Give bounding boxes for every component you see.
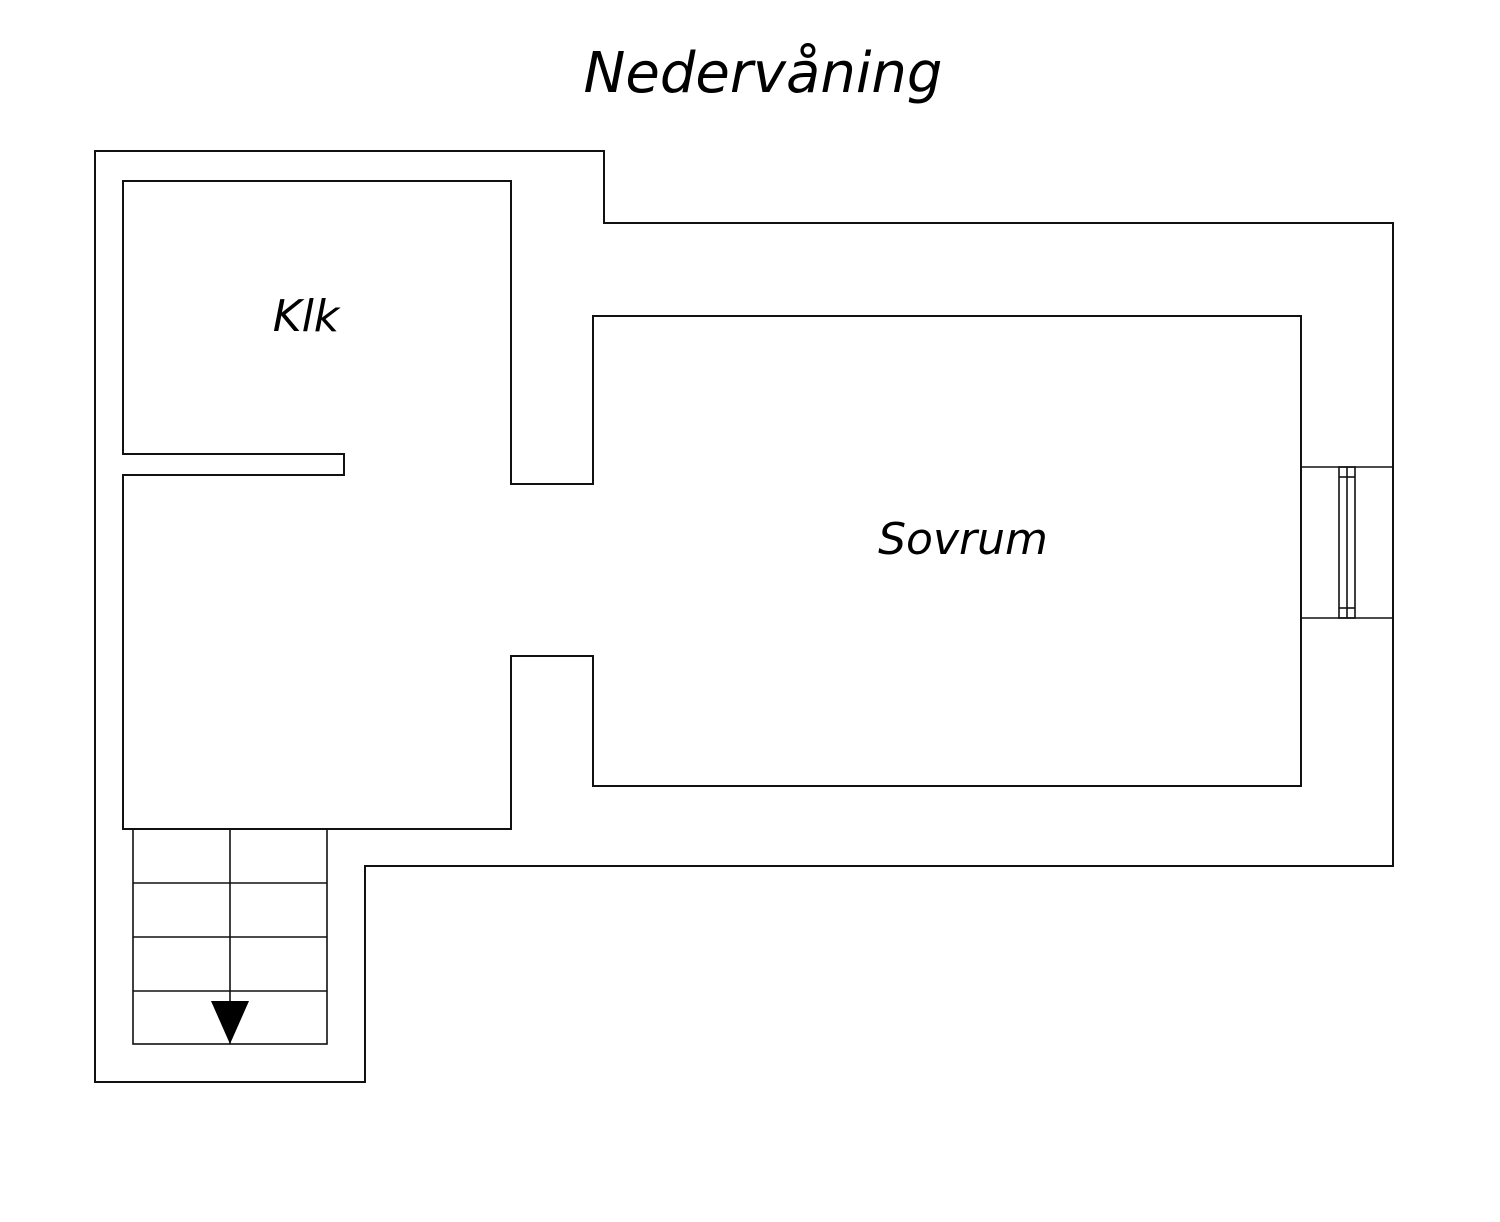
floor-title: Nedervåning [584, 41, 943, 106]
window-right [1301, 466, 1393, 619]
room-label-sovrum: Sovrum [878, 514, 1048, 565]
inner-wall [122, 180, 1302, 830]
room-label-klk: Klk [273, 291, 341, 342]
outer-wall [94, 150, 1394, 1083]
stair-arrow-down-icon [211, 1001, 249, 1044]
